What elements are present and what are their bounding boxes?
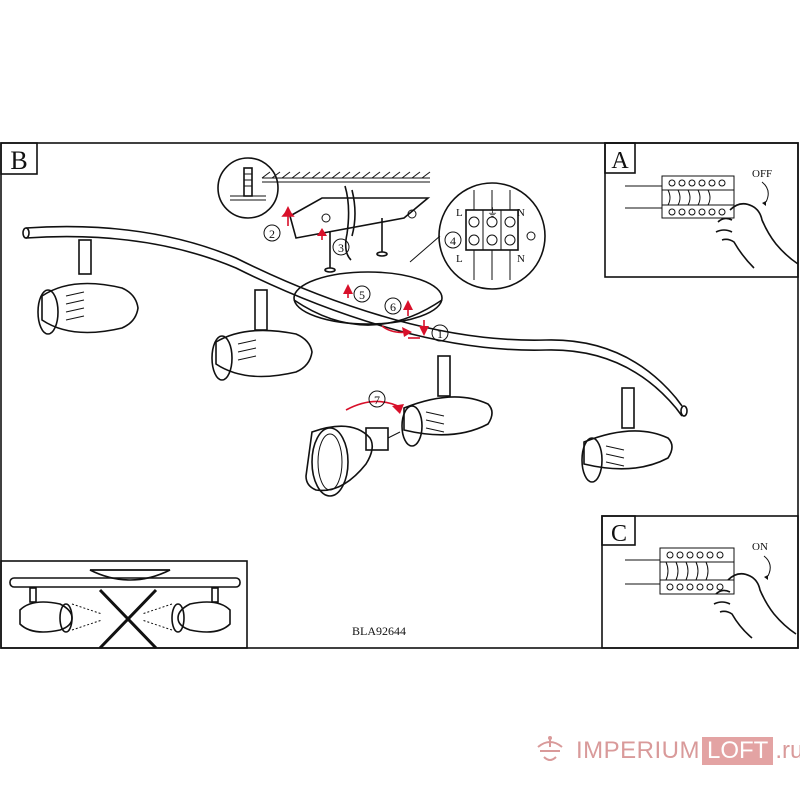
step-5-number: 5 [359,288,365,302]
mini-spotlight-right [171,587,231,633]
terminal-l-top: L [456,207,463,219]
step-arrows [281,206,429,414]
step-2-number: 2 [269,227,275,241]
terminal-n-bottom: N [517,253,525,265]
ceiling [261,171,431,183]
step-7-marker: 7 [368,390,386,408]
watermark-brand-box: LOFT [702,737,774,765]
step-7-number: 7 [374,393,380,407]
switch-off-label: OFF [752,168,772,180]
model-code: BLA92644 [352,624,406,638]
panel-a: A OFF [604,142,799,278]
panel-c: C ON [601,515,799,649]
warning-panel [0,560,248,650]
terminal-n-top: N [517,207,525,219]
switch-on-label: ON [752,541,768,553]
diagram-frame [0,142,799,649]
spotlight-3 [401,355,493,447]
step-6-number: 6 [390,300,396,314]
detached-spotlight [305,425,401,497]
step-5-marker: 5 [353,285,371,303]
screw-icon [376,218,388,257]
wall-plug-detail [217,157,279,219]
panel-b-label: B [0,142,38,175]
spotlight-2 [211,289,313,381]
crown-emblem-icon [537,736,563,761]
spotlight-4 [581,387,673,483]
hand-icon [713,572,797,639]
canopy [293,271,443,326]
main-bar [22,225,688,417]
panel-a-letter: A [611,148,629,174]
cross-mark [98,588,158,650]
panel-b-letter: B [10,146,27,175]
terminal-l-bottom: L [456,253,463,265]
terminal-earth-top: ⏚ [487,206,498,219]
step-1-marker: 1 [431,324,449,342]
terminal-block-detail: L ⏚ N L N [409,182,546,290]
step-2-marker: 2 [263,224,281,242]
watermark-tld: .ru [775,737,800,764]
mini-spotlight-left [19,587,73,633]
step-3-marker: 3 [332,238,350,256]
watermark: IMPERIUM LOFT .ru [530,733,800,769]
screw-icon [324,232,336,273]
step-4-number: 4 [450,234,456,248]
hand-icon [715,202,799,269]
step-4-marker: 4 [444,231,462,249]
panel-c-letter: C [611,521,627,547]
step-1-number: 1 [437,327,443,341]
step-3-number: 3 [338,241,344,255]
mounting-bracket [289,185,431,261]
watermark-brand: IMPERIUM [576,737,700,764]
step-6-marker: 6 [384,297,402,315]
spotlight-1 [37,239,139,335]
